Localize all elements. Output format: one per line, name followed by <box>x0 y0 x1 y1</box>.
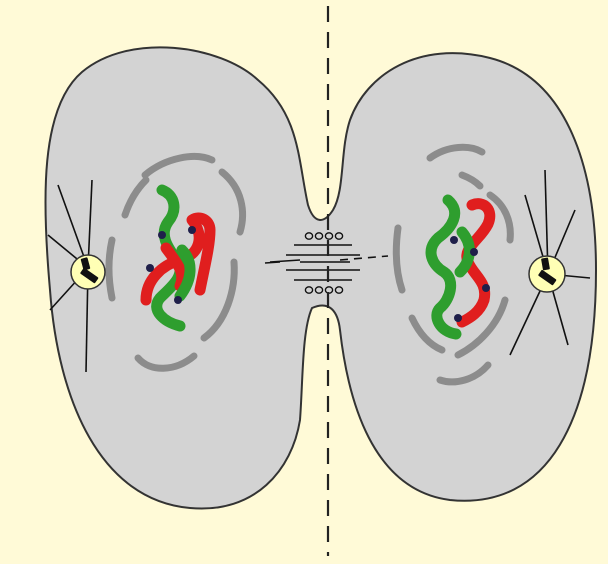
centrosome-left <box>71 255 105 289</box>
centrosome-right <box>529 256 565 292</box>
